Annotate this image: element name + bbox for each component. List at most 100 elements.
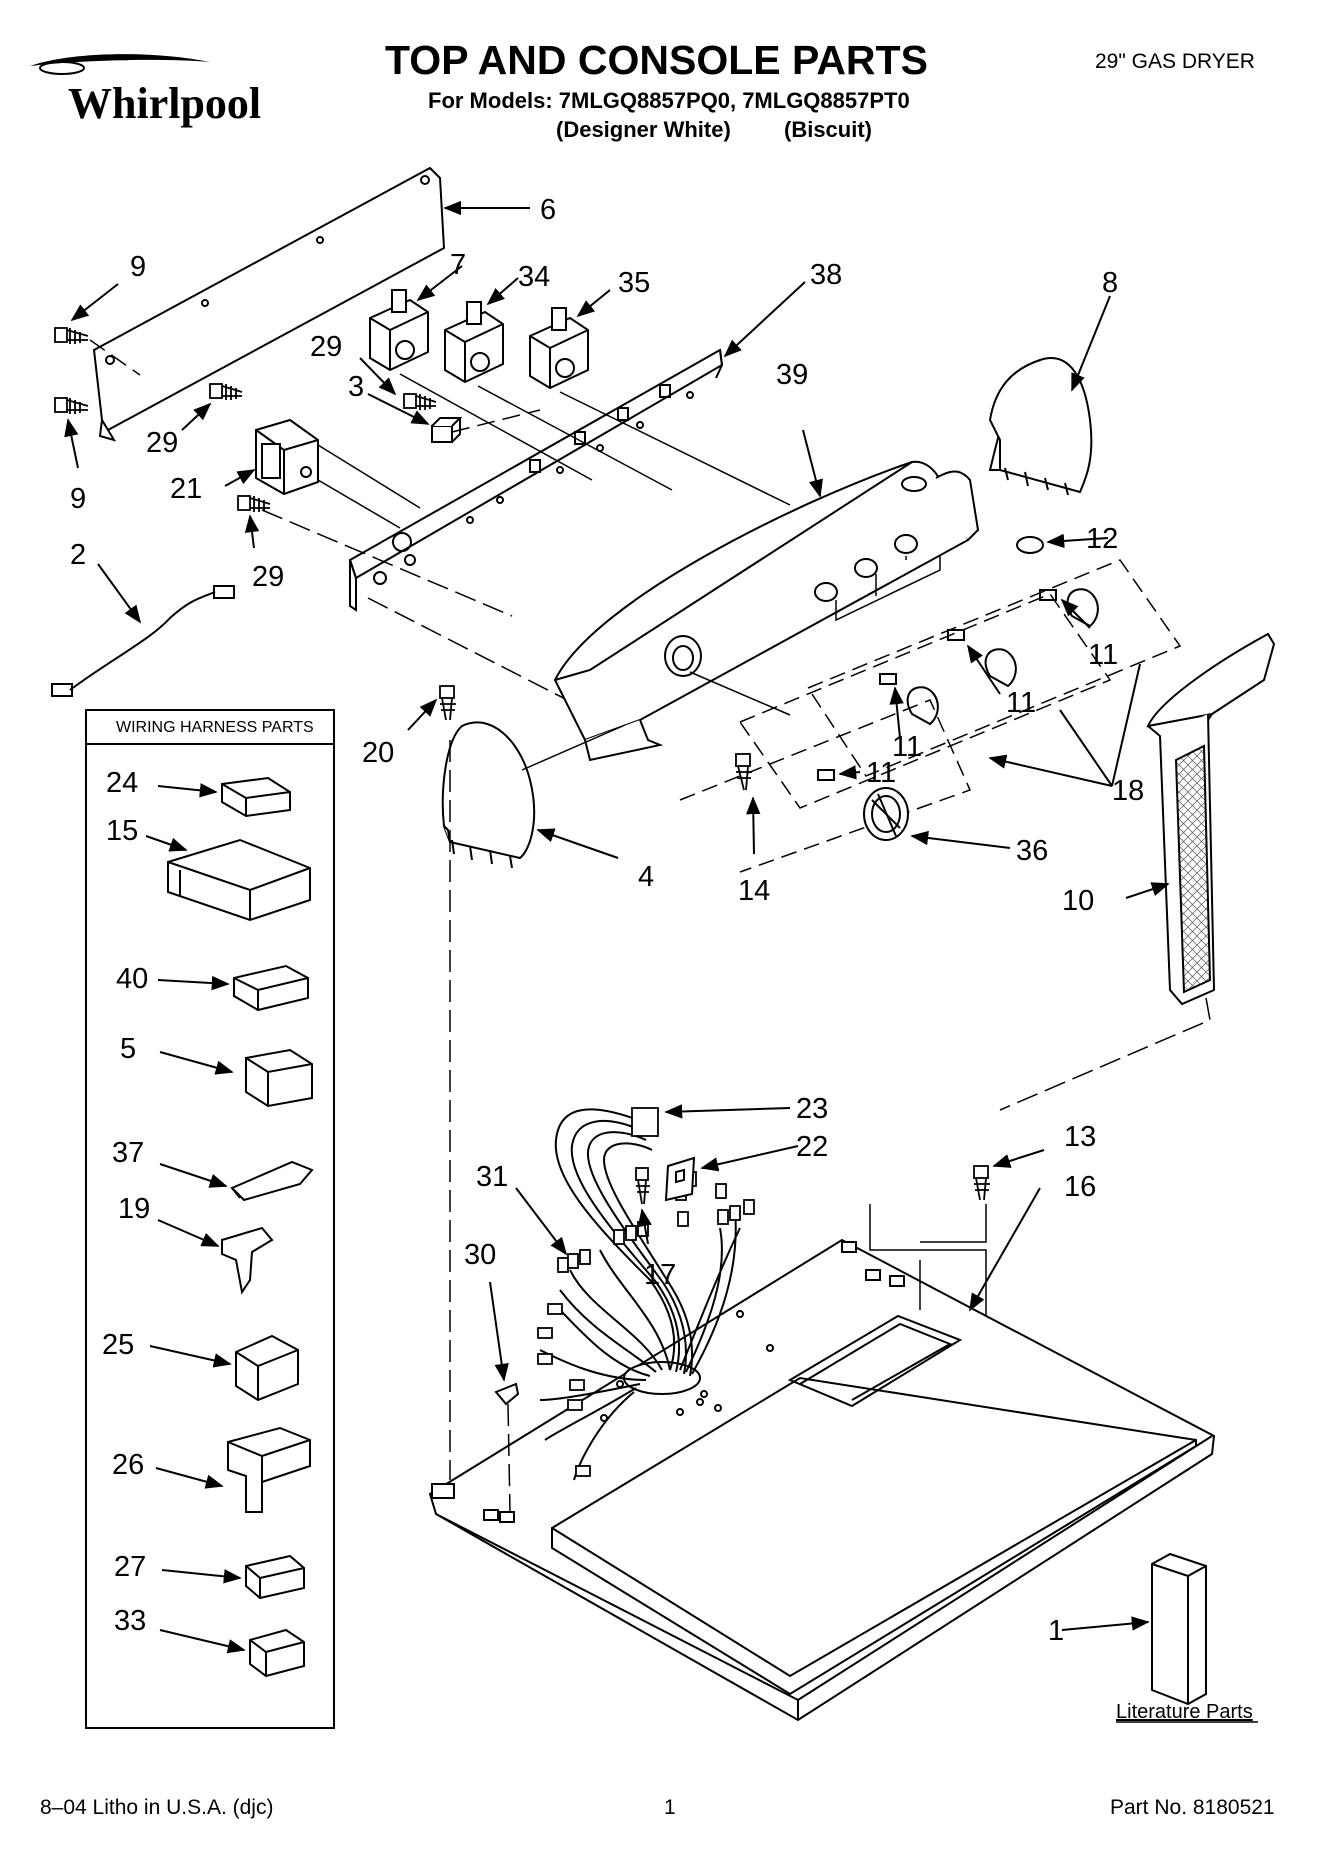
console-back-panel xyxy=(92,166,446,442)
models-line: For Models: 7MLGQ8857PQ0, 7MLGQ8857PT0 xyxy=(428,88,910,113)
logo-ring-icon xyxy=(39,61,85,75)
callout-25: 25 xyxy=(102,1329,134,1361)
whirlpool-logo: Whirlpool xyxy=(30,54,261,128)
connector-27 xyxy=(245,1554,305,1600)
footer-page-number: 1 xyxy=(664,1796,676,1819)
callout-8: 8 xyxy=(1102,267,1118,299)
variant-biscuit: (Biscuit) xyxy=(784,117,872,142)
callout-11-a: 11 xyxy=(1088,639,1118,671)
callout-12: 12 xyxy=(1086,523,1118,555)
callout-35: 35 xyxy=(618,267,650,299)
callout-31: 31 xyxy=(476,1161,508,1193)
connector-33 xyxy=(249,1628,305,1678)
knob-11-a xyxy=(1039,588,1099,628)
connector-15 xyxy=(167,838,311,922)
product-type: 29" GAS DRYER xyxy=(1095,50,1255,73)
switch-35 xyxy=(529,307,589,390)
screw-29-mid xyxy=(403,393,437,410)
callout-11-d: 11 xyxy=(866,757,896,789)
callout-5: 5 xyxy=(120,1033,136,1065)
callout-39: 39 xyxy=(776,359,808,391)
knob-11-b xyxy=(947,629,1017,688)
callout-11-b: 11 xyxy=(1006,687,1036,719)
callout-36: 36 xyxy=(1016,835,1048,867)
callout-13: 13 xyxy=(1064,1121,1096,1153)
callout-16: 16 xyxy=(1064,1171,1096,1203)
console-39 xyxy=(553,460,980,762)
callout-21: 21 xyxy=(170,473,202,505)
end-cap-4 xyxy=(441,721,536,869)
bracket-3 xyxy=(431,417,463,443)
callout-27: 27 xyxy=(114,1551,146,1583)
callout-30: 30 xyxy=(464,1239,496,1271)
clip-19 xyxy=(221,1226,274,1295)
connector-26 xyxy=(227,1426,311,1513)
callout-3: 3 xyxy=(348,371,364,403)
callout-7: 7 xyxy=(450,249,466,281)
callout-20: 20 xyxy=(362,737,394,769)
knob-11-c xyxy=(879,673,939,726)
callout-17: 17 xyxy=(644,1259,676,1291)
brand-name: Whirlpool xyxy=(68,79,261,128)
callout-6: 6 xyxy=(540,194,556,226)
screw-20 xyxy=(439,685,456,721)
terminal-37 xyxy=(230,1160,314,1202)
callout-11-c: 11 xyxy=(892,731,922,763)
callout-24: 24 xyxy=(106,767,138,799)
knob-insert-12 xyxy=(1016,536,1044,554)
knob-11-d xyxy=(817,769,835,781)
screw-14 xyxy=(735,753,752,791)
callout-4: 4 xyxy=(638,861,654,893)
jumper-wire-2 xyxy=(51,585,235,697)
connector-24 xyxy=(221,776,291,818)
screw-29-lower xyxy=(237,495,271,512)
callout-18: 18 xyxy=(1112,775,1144,807)
callout-38: 38 xyxy=(810,259,842,291)
callout-9-top: 9 xyxy=(130,251,146,283)
connector-40 xyxy=(233,964,309,1012)
screw-9-bottom xyxy=(54,397,89,414)
variant-designer-white: (Designer White) xyxy=(556,117,731,142)
screw-13 xyxy=(973,1165,990,1201)
callout-33: 33 xyxy=(114,1605,146,1637)
end-cap-8 xyxy=(988,357,1093,496)
callout-10: 10 xyxy=(1062,885,1094,917)
callout-15: 15 xyxy=(106,815,138,847)
callout-29-top: 29 xyxy=(310,331,342,363)
callout-29-left: 29 xyxy=(146,427,178,459)
callout-37: 37 xyxy=(112,1137,144,1169)
wiring-harness-box: WIRING HARNESS PARTS xyxy=(85,709,335,1729)
literature-1 xyxy=(1151,1552,1207,1706)
harness-box-title: WIRING HARNESS PARTS xyxy=(116,719,314,736)
callout-1: 1 xyxy=(1048,1615,1064,1647)
callout-9-bottom: 9 xyxy=(70,483,86,515)
screw-9-top xyxy=(54,327,89,344)
screw-17 xyxy=(635,1167,650,1205)
harness-plugs xyxy=(537,1107,755,1477)
wire-harness xyxy=(539,1108,741,1481)
dryer-top-16 xyxy=(428,1238,1216,1722)
literature-parts-label: Literature Parts xyxy=(1116,1701,1253,1723)
connector-5 xyxy=(245,1048,313,1108)
lint-screen-10 xyxy=(1146,632,1276,1006)
logo-swoosh-icon xyxy=(30,54,210,66)
footer-litho: 8–04 Litho in U.S.A. (djc) xyxy=(40,1796,273,1819)
connector-25 xyxy=(235,1334,299,1402)
callout-23: 23 xyxy=(796,1093,828,1125)
screw-29-left xyxy=(209,383,243,400)
knob-guides xyxy=(679,559,1182,873)
callout-14: 14 xyxy=(738,875,770,907)
page-title: TOP AND CONSOLE PARTS xyxy=(385,37,928,83)
control-mounting-panel xyxy=(348,348,724,612)
callout-40: 40 xyxy=(116,963,148,995)
timer-21 xyxy=(255,418,319,496)
callout-26: 26 xyxy=(112,1449,144,1481)
callout-34: 34 xyxy=(518,261,550,293)
callout-29-lower: 29 xyxy=(252,561,284,593)
footer-part-number: Part No. 8180521 xyxy=(1110,1796,1275,1819)
switch-34 xyxy=(444,301,504,384)
knob-36 xyxy=(863,787,909,841)
callout-19: 19 xyxy=(118,1193,150,1225)
bracket-22 xyxy=(664,1156,696,1202)
